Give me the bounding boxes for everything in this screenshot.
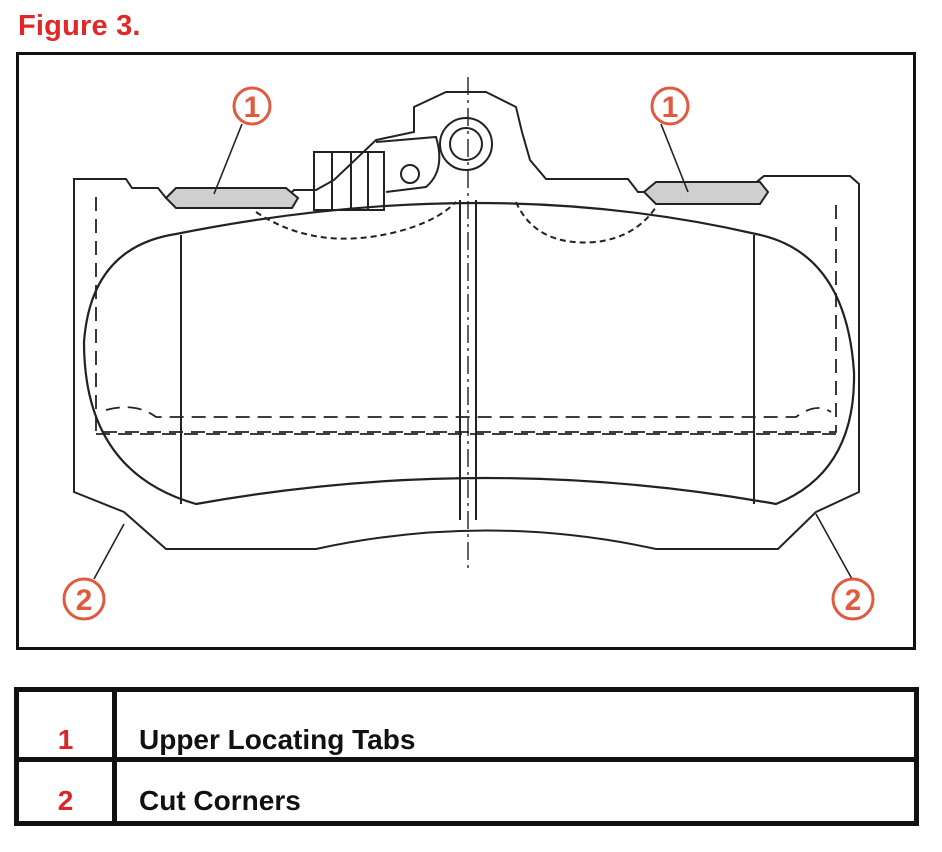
callout-1-left-label: 1 (244, 91, 261, 124)
figure-title: Figure 3. (18, 10, 141, 42)
callout-2-right-label: 2 (845, 584, 862, 617)
legend-label: Upper Locating Tabs (139, 724, 416, 755)
leader-2-left (93, 523, 125, 580)
legend-number: 1 (19, 692, 117, 757)
wear-indicator-clip (313, 151, 385, 211)
leader-2-right (815, 513, 853, 580)
callout-2-left-label: 2 (76, 584, 93, 617)
callout-1-left: 1 (232, 86, 272, 126)
callout-2-left: 2 (62, 577, 106, 621)
upper-tab-right (642, 181, 770, 205)
brake-pad-drawing: 1 1 2 2 (62, 77, 875, 621)
diagram-frame: 1 1 2 2 (16, 52, 916, 650)
legend-number: 2 (19, 762, 117, 821)
friction-pad-outline (82, 201, 856, 506)
legend-label: Cut Corners (139, 785, 301, 816)
mount-hole-outer (439, 117, 493, 171)
upper-tab-left (164, 187, 300, 209)
leader-1-left (213, 123, 243, 195)
callout-2-right: 2 (831, 577, 875, 621)
legend-row: 1 Upper Locating Tabs (19, 692, 914, 762)
legend-row: 2 Cut Corners (19, 762, 914, 821)
callout-1-right-label: 1 (662, 91, 679, 124)
callout-1-right: 1 (650, 86, 690, 126)
mount-hole-inner (449, 127, 483, 161)
plate-dashed-outline (95, 197, 837, 435)
backing-plate-outline (73, 91, 860, 550)
legend-table: 1 Upper Locating Tabs 2 Cut Corners (14, 687, 919, 826)
leader-1-right (660, 123, 689, 193)
